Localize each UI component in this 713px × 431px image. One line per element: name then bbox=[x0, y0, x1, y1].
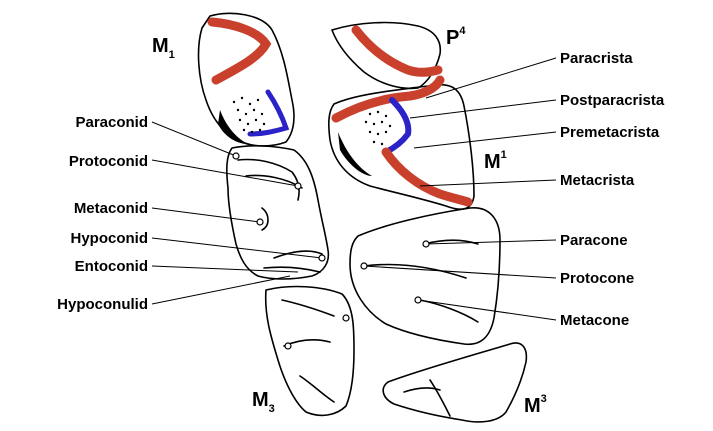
label-hypoconid: Hypoconid bbox=[71, 230, 149, 247]
label-metacone: Metacone bbox=[560, 312, 629, 329]
upper-m1-stipple bbox=[365, 111, 391, 145]
upper-inner-line-5 bbox=[430, 380, 450, 416]
lower-m1-black-facet bbox=[218, 110, 248, 144]
lower-inner-line-8 bbox=[300, 376, 334, 402]
p4-red-crest bbox=[356, 30, 438, 72]
lower-m1-red-crest bbox=[212, 22, 266, 80]
label-protoconid: Protoconid bbox=[69, 153, 148, 170]
tooth-label-lower-m3: M3 bbox=[252, 389, 275, 415]
leader-hypoconid bbox=[152, 238, 322, 258]
tooth-label-lower-m1: M1 bbox=[152, 35, 175, 61]
label-metaconid: Metaconid bbox=[74, 200, 148, 217]
label-entoconid: Entoconid bbox=[75, 258, 148, 275]
tooth-label-upper-m1: M1 bbox=[484, 149, 507, 173]
lower-m3-outline bbox=[266, 287, 354, 416]
upper-teeth bbox=[329, 23, 527, 422]
upper-m3-outline bbox=[383, 343, 526, 422]
lower-inner-line-3 bbox=[262, 208, 268, 230]
cusp-m3-b bbox=[285, 343, 291, 349]
cusp-metacone bbox=[415, 297, 421, 303]
leader-premetacrista bbox=[414, 132, 556, 148]
label-paracrista: Paracrista bbox=[560, 50, 633, 67]
leader-metacone bbox=[418, 300, 556, 320]
label-postparacrista: Postparacrista bbox=[560, 92, 665, 109]
leader-metaconid bbox=[152, 208, 260, 222]
lower-inner-line-1 bbox=[238, 160, 299, 201]
label-paracone: Paracone bbox=[560, 232, 628, 249]
label-premetacrista: Premetacrista bbox=[560, 124, 660, 141]
leader-metacrista bbox=[420, 180, 556, 186]
cusp-paraconid bbox=[233, 153, 239, 159]
tooth-label-upper-m3: M3 bbox=[524, 393, 547, 417]
lower-m1-blue-crest bbox=[250, 92, 286, 134]
upper-m1-outline bbox=[329, 85, 474, 210]
cusp-hypoconid bbox=[319, 255, 325, 261]
upper-m1-red-crest-bottom bbox=[386, 152, 468, 202]
cusp-paracone bbox=[423, 241, 429, 247]
cusp-metaconid bbox=[257, 219, 263, 225]
cusp-protoconid bbox=[295, 183, 301, 189]
tooth-label-p4: P4 bbox=[446, 25, 466, 49]
cusp-protocone bbox=[361, 263, 367, 269]
lower-m1-stipple bbox=[233, 97, 265, 133]
label-paraconid: Paraconid bbox=[75, 114, 148, 131]
upper-m2-outline bbox=[350, 208, 500, 344]
label-metacrista: Metacrista bbox=[560, 172, 635, 189]
lower-m1-talonid-outline bbox=[227, 146, 329, 279]
leader-paracrista bbox=[426, 58, 556, 98]
cusp-m3-a bbox=[343, 315, 349, 321]
leader-postparacrista bbox=[410, 100, 556, 118]
label-hypoconulid: Hypoconulid bbox=[57, 296, 148, 313]
label-protocone: Protocone bbox=[560, 270, 634, 287]
lower-inner-line-6 bbox=[282, 300, 334, 316]
upper-inner-line-3 bbox=[420, 300, 478, 322]
